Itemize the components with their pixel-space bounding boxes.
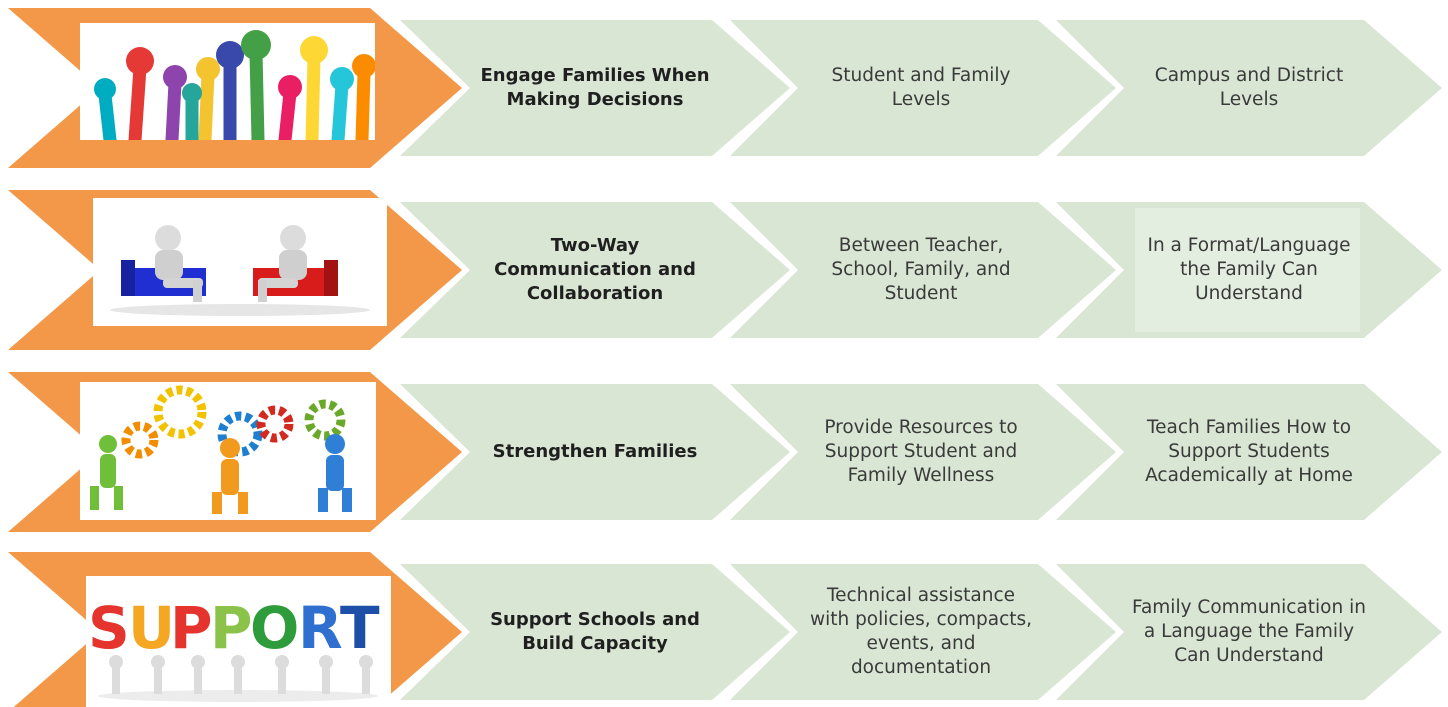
col3-highlight xyxy=(1135,208,1360,332)
chevron-title xyxy=(400,20,790,156)
support-word-art: S U P P O R T xyxy=(88,594,380,702)
chevron-col3 xyxy=(1056,384,1442,520)
chevron-col2 xyxy=(730,202,1116,338)
chevron-col3 xyxy=(1056,564,1442,700)
row-strengthen-families: Strengthen Families Provide Resources to… xyxy=(0,372,1448,532)
row-col2: Student and Family Levels xyxy=(831,65,1011,110)
chevron-title xyxy=(400,384,790,520)
row-col2: Between Teacher, School, Family, and Stu… xyxy=(831,235,1011,304)
chevron-col2 xyxy=(730,20,1116,156)
row-col3: Family Communication in a Language the F… xyxy=(1132,597,1366,666)
chevron-title xyxy=(400,202,790,338)
chevron-col2 xyxy=(730,384,1116,520)
chevron-col3 xyxy=(1056,20,1442,156)
row-title: Two-Way Communication and Collaboration xyxy=(494,235,696,304)
row-col2: Provide Resources to Support Student and… xyxy=(824,417,1018,486)
row-col2: Technical assistance with policies, comp… xyxy=(809,585,1033,678)
chevron-title xyxy=(400,564,790,700)
row-chevrons xyxy=(8,190,1442,350)
svg-text:S: S xyxy=(88,594,130,662)
svg-text:U: U xyxy=(128,594,175,662)
people-gears-icon xyxy=(80,382,376,520)
row-two-way-communication: Two-Way Communication and Collaboration … xyxy=(0,190,1448,350)
two-people-sofas-icon xyxy=(93,198,387,326)
svg-text:O: O xyxy=(250,594,299,662)
row-title: Strengthen Families xyxy=(492,441,698,462)
row-title: Engage Families When Making Decisions xyxy=(480,65,710,110)
svg-text:R: R xyxy=(298,594,343,662)
raised-hands-icon xyxy=(80,23,375,140)
row-col3: In a Format/Language the Family Can Unde… xyxy=(1147,235,1351,304)
row-col3: Campus and District Levels xyxy=(1154,65,1344,110)
row-col3: Teach Families How to Support Students A… xyxy=(1145,417,1353,486)
row-support-schools: S U P P O R T Support Schools and Build … xyxy=(0,552,1448,707)
chevron-col2 xyxy=(730,564,1116,700)
svg-text:T: T xyxy=(340,594,380,662)
svg-text:P: P xyxy=(210,594,253,662)
row-title: Support Schools and Build Capacity xyxy=(490,609,700,654)
row-engage-families: Engage Families When Making Decisions St… xyxy=(0,8,1448,168)
support-letters-icon: S U P P O R T xyxy=(86,576,391,707)
svg-text:P: P xyxy=(170,594,213,662)
